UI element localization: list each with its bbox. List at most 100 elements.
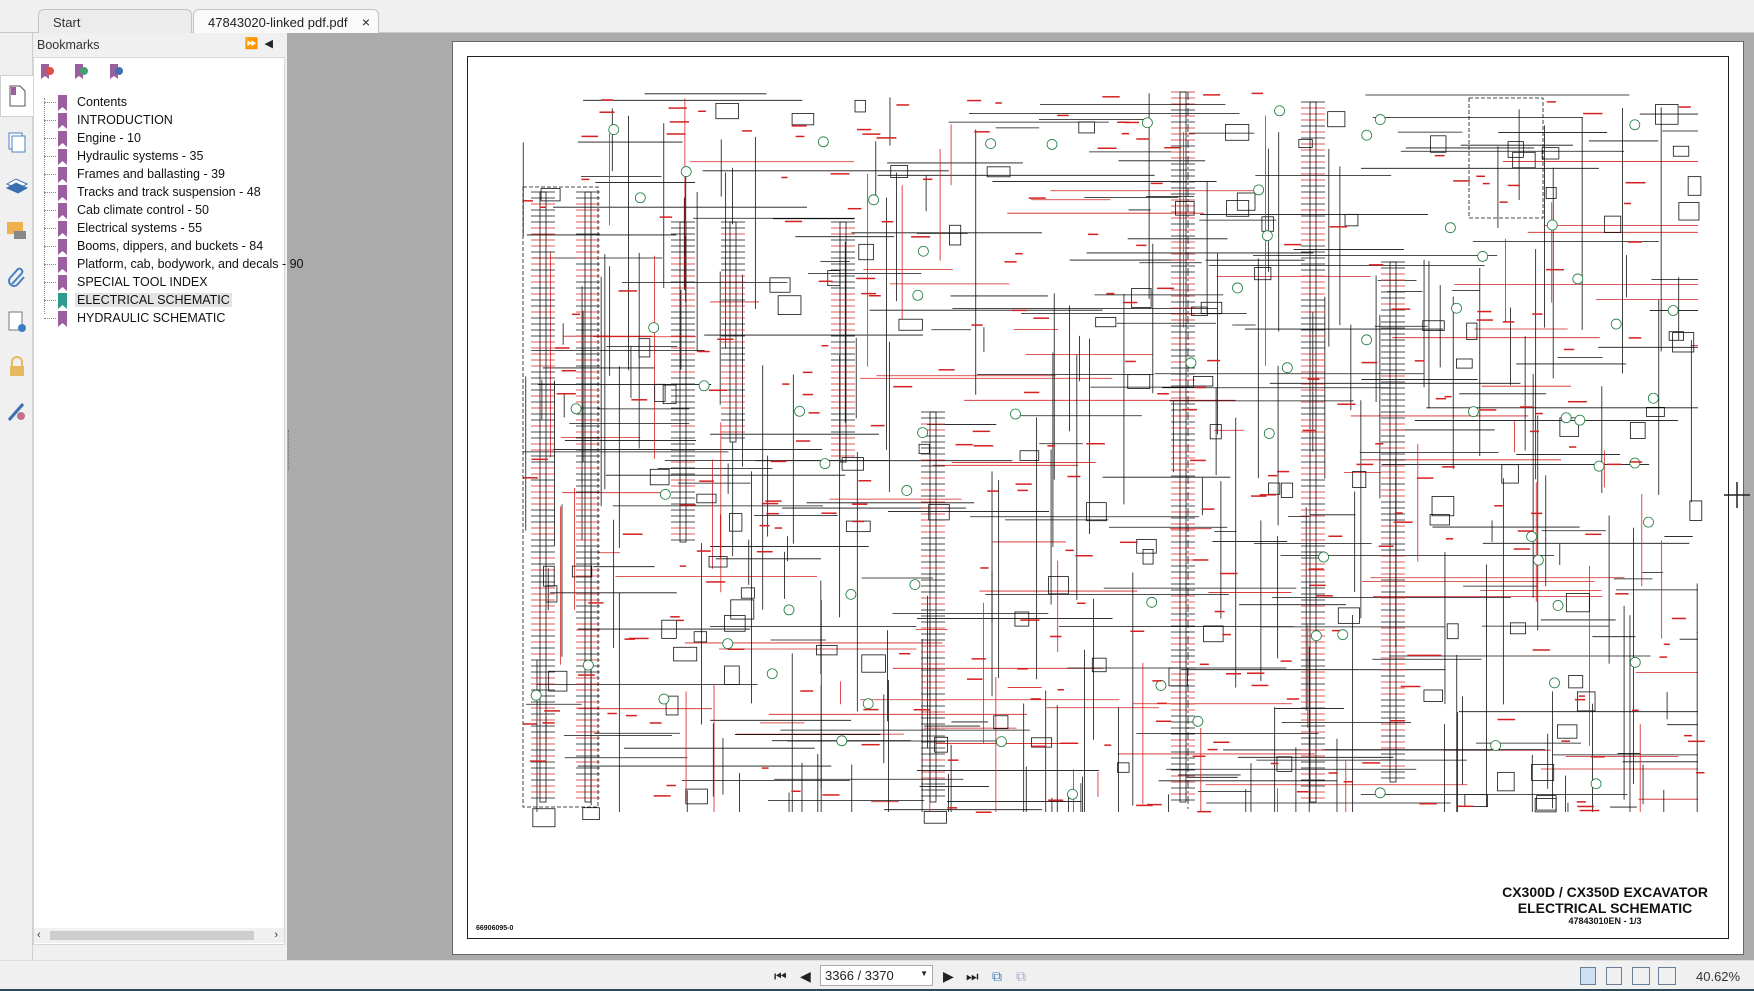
first-page-button[interactable]: ⏮ [774, 968, 787, 984]
wire-label [862, 133, 881, 135]
wire-label [1251, 684, 1269, 687]
wire-label [1343, 781, 1354, 783]
bookmark-item[interactable]: Cab climate control - 50 [34, 202, 286, 220]
tab-start[interactable]: Start [38, 9, 192, 33]
bookmark-item[interactable]: ELECTRICAL SCHEMATIC [34, 292, 286, 310]
bookmark-item[interactable]: INTRODUCTION [34, 112, 286, 130]
wire-label [1494, 505, 1503, 507]
add-bookmark-icon[interactable] [74, 64, 88, 80]
horizontal-scrollbar[interactable]: ‹› [34, 928, 284, 943]
last-page-button[interactable]: ⏭ [966, 968, 979, 984]
tab-label: 47843020-linked pdf.pdf [208, 15, 348, 30]
bookmark-item[interactable]: HYDRAULIC SCHEMATIC [34, 310, 286, 328]
facing-view-icon[interactable] [1632, 967, 1650, 985]
component-symbol [1687, 176, 1702, 196]
wire-label [870, 424, 885, 427]
wire-label [1328, 535, 1343, 537]
wire-label [1251, 92, 1264, 95]
tree-connector [44, 192, 56, 193]
wire-label [1659, 656, 1668, 658]
wire-label [770, 460, 787, 463]
close-tab-icon[interactable]: × [361, 14, 370, 30]
wire-label [1020, 619, 1040, 621]
wire-label [1375, 443, 1384, 445]
single-page-view-icon[interactable] [1580, 967, 1596, 985]
next-page-button[interactable]: ▶ [943, 968, 954, 984]
wire-label [822, 794, 840, 796]
wire-label [1121, 132, 1130, 135]
component-symbol [1337, 607, 1360, 624]
wire-label [1123, 301, 1138, 304]
panel-splitter[interactable] [288, 430, 291, 470]
attachments-icon[interactable] [6, 266, 28, 288]
wire-label [1219, 572, 1238, 575]
certify-icon[interactable] [6, 401, 28, 423]
scrollbar-thumb[interactable] [50, 931, 254, 940]
component-symbol [854, 99, 866, 113]
wire-label [947, 807, 958, 809]
component-symbol [729, 513, 743, 532]
tab-document[interactable]: 47843020-linked pdf.pdf × [193, 9, 379, 33]
tree-connector [44, 174, 56, 175]
bookmark-item[interactable]: Platform, cab, bodywork, and decals - 90 [34, 256, 304, 274]
panel-collapse-controls[interactable]: ⏩◀ [244, 38, 279, 50]
scroll-right-icon[interactable]: › [274, 929, 278, 941]
wire-label [542, 722, 555, 724]
wire-label [1407, 654, 1428, 657]
wire-label [971, 658, 986, 660]
bookmark-item[interactable]: Contents [34, 94, 286, 112]
wire-label [1280, 660, 1292, 662]
wire-label [868, 294, 881, 297]
bookmark-item[interactable]: Frames and ballasting - 39 [34, 166, 286, 184]
wire-label [1607, 463, 1622, 466]
previous-view-icon[interactable]: ⧉ [992, 968, 1002, 984]
tree-connector [44, 210, 56, 211]
panel-header: Bookmarks⏩◀ [33, 33, 287, 56]
connector-block [539, 191, 547, 803]
bookmark-item[interactable]: SPECIAL TOOL INDEX [34, 274, 286, 292]
component-label-circle [917, 245, 929, 257]
wire-label [1028, 197, 1046, 199]
continuous-facing-view-icon[interactable] [1658, 967, 1676, 985]
wire-label [1226, 673, 1241, 675]
wire-label [1213, 741, 1230, 744]
wire-label [668, 107, 687, 109]
component-symbol [1604, 215, 1622, 234]
wire-label [1546, 268, 1564, 271]
wire-label [698, 110, 706, 113]
component-label-circle [817, 136, 829, 148]
wire-label [1632, 709, 1639, 712]
wire-label [1156, 287, 1175, 290]
wire-label [1136, 804, 1153, 807]
layers-icon[interactable] [5, 176, 29, 198]
connector-block [729, 221, 737, 443]
bookmark-item[interactable]: Engine - 10 [34, 130, 286, 148]
signature-icon[interactable] [6, 311, 28, 333]
bookmark-item[interactable]: Booms, dippers, and buckets - 84 [34, 238, 286, 256]
goto-bookmark-icon[interactable] [109, 64, 123, 80]
continuous-view-icon[interactable] [1606, 967, 1622, 985]
bookmark-item[interactable]: Tracks and track suspension - 48 [34, 184, 286, 202]
controller-outline [522, 186, 599, 808]
scroll-left-icon[interactable]: ‹ [37, 929, 41, 941]
delete-bookmark-icon[interactable] [40, 64, 54, 80]
comments-icon[interactable] [6, 221, 28, 243]
tree-connector [44, 264, 56, 265]
component-symbol [638, 338, 651, 358]
wire-label [1104, 744, 1112, 746]
bookmark-item[interactable]: Electrical systems - 55 [34, 220, 286, 238]
bookmark-item[interactable]: Hydraulic systems - 35 [34, 148, 286, 166]
component-label-circle [985, 138, 997, 150]
previous-page-button[interactable]: ◀ [800, 968, 811, 984]
bookmark-label: SPECIAL TOOL INDEX [77, 275, 208, 289]
component-symbol [1565, 593, 1590, 613]
page-number-input[interactable]: 3366 / 3370▼ [820, 965, 933, 986]
pages-thumbnails-icon[interactable] [6, 131, 28, 153]
component-symbol [1191, 306, 1208, 317]
bookmark-page-icon[interactable] [6, 85, 28, 107]
chevron-down-icon[interactable]: ▼ [920, 969, 928, 978]
next-view-icon[interactable]: ⧉ [1016, 968, 1026, 984]
lock-icon[interactable] [6, 356, 28, 378]
zoom-level[interactable]: 40.62% [1696, 969, 1741, 984]
component-symbol [1168, 667, 1188, 687]
